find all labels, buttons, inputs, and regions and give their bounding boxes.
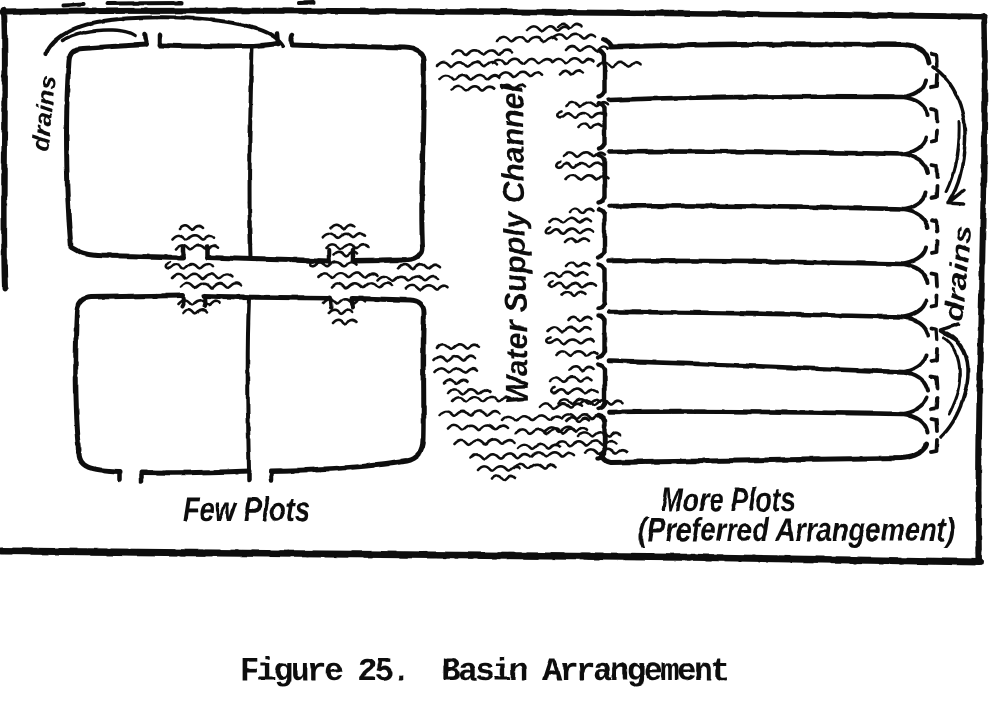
svg-text:Figure 25. Basin Arrangement: Figure 25. Basin Arrangement [240, 653, 730, 690]
svg-text:Water Supply Channel: Water Supply Channel [494, 83, 535, 405]
svg-text:Few Plots: Few Plots [183, 491, 310, 529]
svg-text:drains: drains [27, 74, 62, 152]
svg-text:More Plots: More Plots [661, 481, 795, 518]
svg-text:(Preferred Arrangement): (Preferred Arrangement) [638, 511, 955, 548]
svg-text:drains: drains [938, 224, 978, 323]
